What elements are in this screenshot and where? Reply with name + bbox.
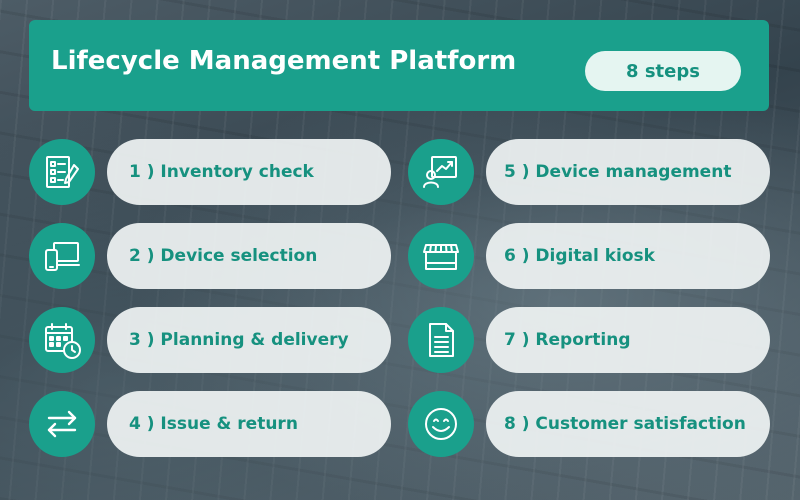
step-4-pill: 4 ) Issue & return (107, 391, 391, 457)
exchange-arrows-icon (29, 391, 95, 457)
step-7: 7 ) Reporting (408, 307, 770, 373)
step-2: 2 ) Device selection (29, 223, 391, 289)
step-5: 5 ) Device management (408, 139, 770, 205)
step-6-pill: 6 ) Digital kiosk (486, 223, 770, 289)
step-1: 1 ) Inventory check (29, 139, 391, 205)
step-1-pill: 1 ) Inventory check (107, 139, 391, 205)
step-8-pill: 8 ) Customer satisfaction (486, 391, 770, 457)
step-5-label: 5 ) Device management (504, 162, 732, 182)
step-3-pill: 3 ) Planning & delivery (107, 307, 391, 373)
step-7-pill: 7 ) Reporting (486, 307, 770, 373)
devices-icon (29, 223, 95, 289)
step-1-label: 1 ) Inventory check (129, 162, 314, 182)
header-banner: Lifecycle Management Platform 8 steps (29, 20, 769, 111)
document-icon (408, 307, 474, 373)
step-6-label: 6 ) Digital kiosk (504, 246, 655, 266)
calendar-clock-icon (29, 307, 95, 373)
page-title: Lifecycle Management Platform (51, 46, 517, 76)
step-4: 4 ) Issue & return (29, 391, 391, 457)
step-8: 8 ) Customer satisfaction (408, 391, 770, 457)
step-7-label: 7 ) Reporting (504, 330, 631, 350)
step-3: 3 ) Planning & delivery (29, 307, 391, 373)
kiosk-storefront-icon (408, 223, 474, 289)
step-6: 6 ) Digital kiosk (408, 223, 770, 289)
step-2-label: 2 ) Device selection (129, 246, 318, 266)
checklist-icon (29, 139, 95, 205)
step-5-pill: 5 ) Device management (486, 139, 770, 205)
step-4-label: 4 ) Issue & return (129, 414, 298, 434)
step-3-label: 3 ) Planning & delivery (129, 330, 349, 350)
user-chart-icon (408, 139, 474, 205)
step-2-pill: 2 ) Device selection (107, 223, 391, 289)
step-8-label: 8 ) Customer satisfaction (504, 414, 746, 434)
smiley-icon (408, 391, 474, 457)
steps-badge: 8 steps (585, 51, 741, 91)
